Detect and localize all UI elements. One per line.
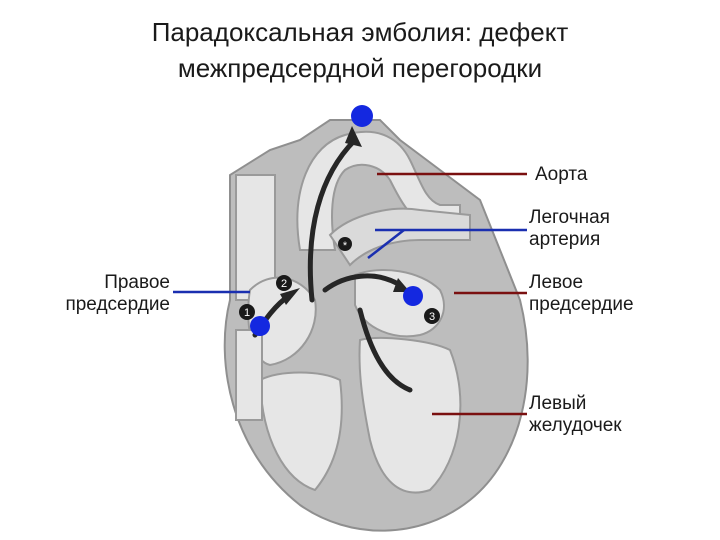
label-right-atrium-line2: предсердие <box>65 294 170 315</box>
title-line-1: Парадоксальная эмболия: дефект <box>151 17 569 47</box>
pulmonary-leader-branch <box>367 229 405 259</box>
marker-3: 3 <box>424 308 440 324</box>
inferior-vena-cava <box>235 329 263 421</box>
flow-arrow-la <box>322 273 403 293</box>
heart-illustration <box>223 119 529 532</box>
marker-2: 2 <box>276 275 292 291</box>
right-ventricle-chamber <box>258 371 343 492</box>
label-left-atrium-line1: Левое <box>529 272 584 293</box>
label-right-atrium: Правое предсердие <box>30 272 170 316</box>
label-pulmonary-artery: Легочная артерия <box>529 207 610 251</box>
flow-arrow-aorta <box>307 137 358 303</box>
arrow-head-aorta <box>345 126 362 147</box>
svg-text:*: * <box>343 240 348 252</box>
svg-text:3: 3 <box>429 311 435 323</box>
marker-1: 1 <box>239 304 255 320</box>
flow-arrow-lv <box>357 307 413 393</box>
svg-text:2: 2 <box>281 278 287 290</box>
arrow-head-la <box>393 278 410 292</box>
label-left-ventricle: Левый желудочек <box>529 393 622 437</box>
svg-text:1: 1 <box>244 307 250 319</box>
arrow-head-shunt <box>280 288 300 305</box>
left-atrium-chamber <box>354 269 445 338</box>
label-left-atrium-line2: предсердие <box>529 294 634 315</box>
left-ventricle-chamber <box>358 337 462 494</box>
title-line-2: межпредсердной перегородки <box>177 53 543 83</box>
label-pulmonary-artery-line1: Легочная <box>529 207 610 228</box>
embolus-left-atrium <box>403 286 423 306</box>
label-right-atrium-line1: Правое <box>104 272 170 293</box>
label-left-ventricle-line2: желудочек <box>529 415 622 436</box>
pulmonary-trunk <box>328 207 471 267</box>
embolus-aorta <box>351 105 373 127</box>
arrow-heads <box>280 126 410 305</box>
leader-lines <box>173 172 527 416</box>
label-left-atrium: Левое предсердие <box>529 272 634 316</box>
label-aorta: Аорта <box>535 164 588 185</box>
embolus-right-atrium <box>250 316 270 336</box>
marker-star: * <box>338 237 352 252</box>
label-left-ventricle-line1: Левый <box>529 393 587 414</box>
label-pulmonary-artery-line2: артерия <box>529 229 601 250</box>
